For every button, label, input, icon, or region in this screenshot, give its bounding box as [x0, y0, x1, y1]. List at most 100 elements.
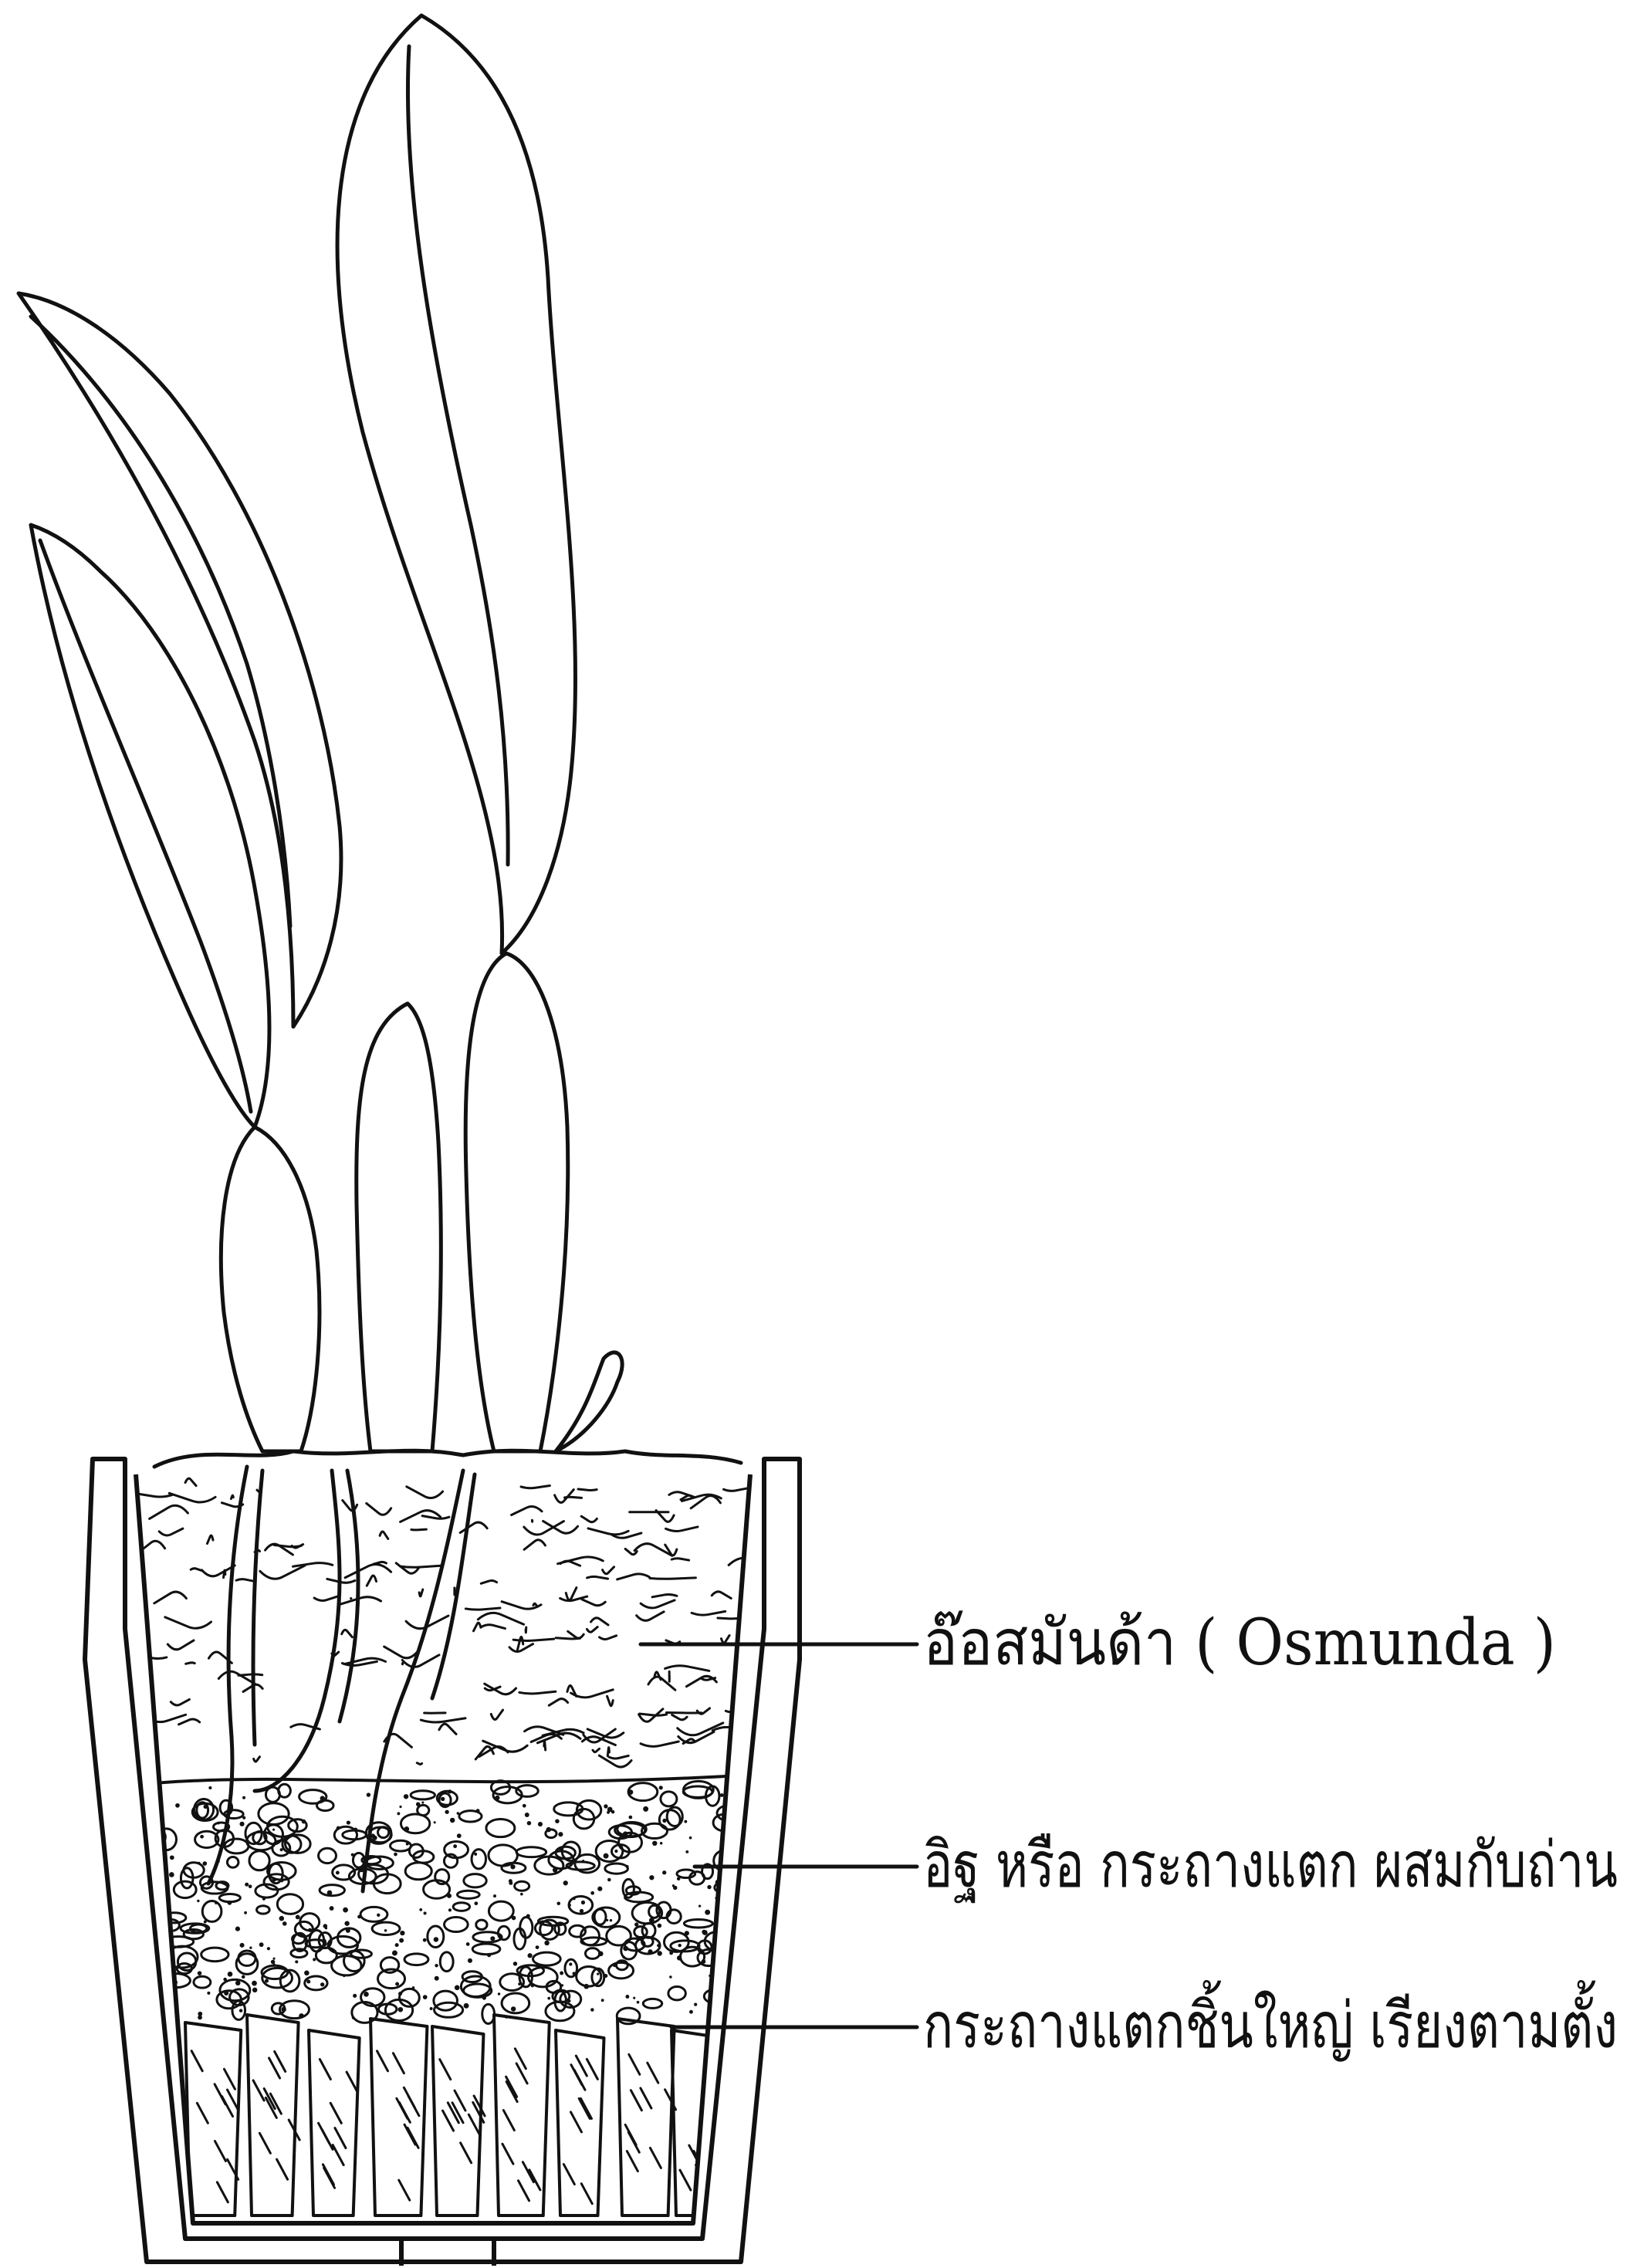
charcoal-speck [249, 1946, 252, 1948]
charcoal-speck [568, 1904, 571, 1907]
brick-chunk [668, 1986, 685, 1999]
charcoal-speck [725, 1874, 729, 1878]
charcoal-speck [490, 1936, 495, 1941]
charcoal-speck [538, 1822, 543, 1826]
charcoal-speck [419, 1908, 422, 1911]
shard-hatch [641, 2088, 651, 2108]
shard-hatch [224, 2069, 235, 2089]
charcoal-speck [441, 1797, 445, 1801]
charcoal-speck [556, 1901, 560, 1905]
brick-chunk [257, 1906, 270, 1914]
brick-chunk [157, 1909, 168, 1924]
osmunda-fibre [637, 1612, 664, 1621]
charcoal-speck [421, 1801, 424, 1803]
charcoal-speck [736, 1930, 738, 1932]
shard-hatch [443, 2111, 454, 2131]
shard-hatch [335, 2128, 346, 2148]
charcoal-speck [217, 1822, 220, 1825]
osmunda-fibre [179, 1719, 200, 1725]
osmunda-fibre [407, 1487, 443, 1498]
brick-chunk [320, 1885, 344, 1896]
charcoal-speck [239, 1822, 244, 1826]
osmunda-fibre [150, 1505, 188, 1518]
brick-chunk [661, 1792, 677, 1806]
charcoal-speck [495, 1796, 499, 1800]
charcoal-speck [273, 1958, 276, 1960]
osmunda-fibre [512, 1506, 542, 1515]
charcoal-speck [252, 1981, 257, 1986]
charcoal-speck [628, 1816, 632, 1819]
charcoal-speck [400, 1931, 404, 1935]
brick-chunk [144, 2002, 171, 2019]
osmunda-fibre [238, 1674, 262, 1676]
charcoal-speck [707, 1885, 711, 1889]
charcoal-speck [435, 1964, 438, 1967]
osmunda-fibre [314, 1596, 339, 1600]
charcoal-speck [457, 1833, 462, 1838]
charcoal-speck [351, 1853, 354, 1857]
osmunda-fibre [236, 1579, 255, 1582]
shard-hatch [191, 2051, 202, 2071]
brick-chunk [482, 2004, 495, 2023]
osmunda-fibre [485, 1684, 516, 1694]
shard-hatch [227, 2090, 238, 2110]
charcoal-speck [660, 1842, 663, 1845]
pot-shard [185, 2023, 241, 2216]
charcoal-speck [170, 1855, 174, 1860]
charcoal-speck [457, 1812, 460, 1815]
osmunda-fibre [641, 1600, 675, 1608]
charcoal-speck [737, 1951, 740, 1955]
shard-hatch [277, 2159, 288, 2179]
charcoal-speck [662, 1870, 666, 1874]
leaf-left-upper [19, 293, 341, 1027]
osmunda-fibre [533, 1603, 537, 1606]
brick-chunk [643, 1999, 661, 2008]
charcoal-speck [633, 1997, 635, 1999]
shard-hatch [627, 2151, 638, 2172]
charcoal-speck [518, 1982, 521, 1985]
shard-hatch [574, 2070, 585, 2090]
charcoal-speck [597, 1972, 599, 1975]
charcoal-speck [299, 2013, 304, 2019]
shard-hatch [580, 2098, 591, 2118]
osmunda-fibre [591, 1618, 609, 1625]
charcoal-speck [669, 1951, 673, 1955]
pseudobulb-right [465, 953, 568, 1451]
charcoal-speck [327, 1891, 333, 1896]
charcoal-speck [395, 1982, 399, 1986]
osmunda-fibre [135, 1493, 173, 1497]
osmunda-fibre [745, 1599, 761, 1607]
brick-chunk [227, 1857, 238, 1867]
osmunda-fibre [521, 1486, 550, 1488]
charcoal-speck [581, 1901, 585, 1904]
brick-chunk [722, 1840, 749, 1850]
osmunda-fibre [650, 1578, 696, 1579]
charcoal-speck [450, 1818, 455, 1823]
shard-hatch [399, 2102, 410, 2122]
brick-chunk [520, 1918, 533, 1938]
charcoal-speck [242, 1975, 245, 1979]
brick-chunk [445, 1917, 468, 1931]
charcoal-speck [302, 1819, 306, 1824]
charcoal-speck [715, 1897, 717, 1899]
charcoal-speck [228, 1901, 232, 1905]
osmunda-fibre [401, 1511, 441, 1522]
osmunda-fibre [460, 1522, 487, 1532]
brick-chunk [391, 1840, 411, 1851]
charcoal-speck [702, 1959, 706, 1964]
charcoal-speck [544, 1941, 550, 1946]
osmunda-fibre [568, 1631, 583, 1638]
charcoal-speck [606, 1919, 608, 1921]
charcoal-speck [416, 1802, 420, 1806]
osmunda-fibre [665, 1666, 709, 1671]
brick-chunk [472, 1944, 500, 1955]
shard-hatch [650, 2148, 661, 2168]
charcoal-speck [197, 1900, 199, 1902]
osmunda-fibre [583, 1729, 615, 1742]
charcoal-speck [527, 1821, 532, 1826]
osmunda-fibre [519, 1691, 556, 1694]
charcoal-speck [590, 1891, 594, 1895]
charcoal-speck [296, 1915, 300, 1920]
label-osmunda: อ๊อสมันด้า ( Osmunda ) [923, 1606, 1556, 1680]
charcoal-speck [474, 1853, 477, 1856]
